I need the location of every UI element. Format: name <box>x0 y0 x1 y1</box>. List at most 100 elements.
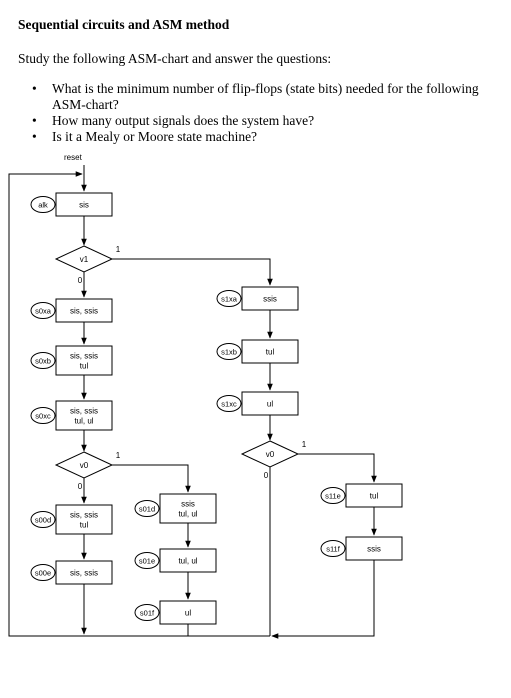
state-rect <box>159 600 217 625</box>
state-output-label: sis <box>79 201 89 210</box>
decision-false-label: 0 <box>78 482 83 491</box>
state-rect <box>55 504 113 535</box>
state-box-s01e: tul, ul s01e <box>134 548 217 573</box>
decision-false-label: 0 <box>264 471 269 480</box>
state-tag-label: s0xa <box>35 307 52 316</box>
reset-label: reset <box>64 153 83 162</box>
decision-d_v0_left: v0 1 0 <box>54 451 121 491</box>
state-tag-label: s1xb <box>221 348 237 357</box>
state-tag <box>134 552 160 569</box>
state-tag-label: s01f <box>140 609 155 618</box>
state-tag-label: s00d <box>35 516 51 525</box>
state-output-label: sis, ssis <box>70 307 98 316</box>
state-tag-label: alk <box>38 201 48 210</box>
decision-diamond <box>54 245 114 273</box>
state-box-s11f: ssis s11f <box>320 536 403 561</box>
state-tag <box>30 564 56 581</box>
connector-line <box>112 464 191 493</box>
state-tag-label: s0xc <box>35 412 51 421</box>
state-rect <box>241 391 299 416</box>
state-output-label: sis, ssis <box>70 511 98 520</box>
question-text: How many output signals does the system … <box>52 113 315 128</box>
state-tag <box>30 407 56 424</box>
state-rect <box>159 493 217 524</box>
bullet-icon: • <box>32 129 37 144</box>
state-output-label: ssis <box>181 500 195 509</box>
connector-line <box>112 258 273 286</box>
decision-d_v0_right: v0 1 0 <box>240 440 307 480</box>
state-rect <box>55 400 113 431</box>
question-list: • What is the minimum number of flip-flop… <box>18 81 503 145</box>
page-title: Sequential circuits and ASM method <box>18 17 230 32</box>
state-rect <box>55 560 113 585</box>
state-tag <box>134 500 160 517</box>
state-output-label: sis, ssis <box>70 407 98 416</box>
state-tag <box>30 196 56 213</box>
state-tag-label: s11e <box>325 492 341 501</box>
state-output-label: ssis <box>263 295 277 304</box>
state-tag-label: s11f <box>326 545 341 554</box>
state-tag-label: s01e <box>139 557 155 566</box>
state-rect <box>345 483 403 508</box>
state-rect <box>241 286 299 311</box>
state-tag <box>30 352 56 369</box>
question-item: • How many output signals does the system… <box>18 113 503 129</box>
decision-diamond <box>54 451 114 479</box>
state-tag <box>216 343 242 360</box>
state-output-label: tul, ul <box>178 510 197 519</box>
state-output-label: tul, ul <box>178 557 197 566</box>
decision-true-label: 1 <box>116 245 121 254</box>
intro-text: Study the following ASM-chart and answer… <box>18 51 332 66</box>
state-output-label: tul <box>80 521 89 530</box>
state-output-label: tul <box>80 362 89 371</box>
bullet-icon: • <box>32 81 37 96</box>
bullet-icon: • <box>32 113 37 128</box>
decision-true-label: 1 <box>116 451 121 460</box>
question-item: • What is the minimum number of flip-flop… <box>18 81 503 113</box>
state-tag-label: s01d <box>139 505 155 514</box>
state-tag <box>320 540 346 557</box>
state-tag <box>134 604 160 621</box>
state-tag <box>30 511 56 528</box>
state-output-label: ssis <box>367 545 381 554</box>
state-box-s0xa: sis, ssis s0xa <box>30 298 113 323</box>
decision-label: v0 <box>80 461 89 470</box>
state-rect <box>159 548 217 573</box>
state-rect <box>55 298 113 323</box>
state-output-label: sis, ssis <box>70 352 98 361</box>
state-output-label: sis, ssis <box>70 569 98 578</box>
asm-connections <box>8 165 377 639</box>
state-tag-label: s1xc <box>221 400 237 409</box>
decision-label: v0 <box>266 450 275 459</box>
decision-false-label: 0 <box>78 276 83 285</box>
state-box-s1xa: ssis s1xa <box>216 286 299 311</box>
state-tag <box>320 487 346 504</box>
state-rect <box>345 536 403 561</box>
decision-diamond <box>240 440 300 468</box>
loop-back-line <box>8 171 270 637</box>
decision-true-label: 1 <box>302 440 307 449</box>
state-rect <box>55 192 113 217</box>
question-text: What is the minimum number of flip-flops… <box>52 81 479 112</box>
state-rect <box>55 345 113 376</box>
state-tag <box>30 302 56 319</box>
state-output-label: tul, ul <box>74 417 93 426</box>
state-rect <box>241 339 299 364</box>
question-item: •Is it a Mealy or Moore state machine? <box>18 129 503 145</box>
connector-line <box>271 560 375 639</box>
state-tag <box>216 395 242 412</box>
decision-label: v1 <box>80 255 89 264</box>
state-tag-label: s0xb <box>35 357 51 366</box>
state-tag-label: s1xa <box>221 295 238 304</box>
state-box-alk: sis alk <box>30 192 113 217</box>
state-tag <box>216 290 242 307</box>
